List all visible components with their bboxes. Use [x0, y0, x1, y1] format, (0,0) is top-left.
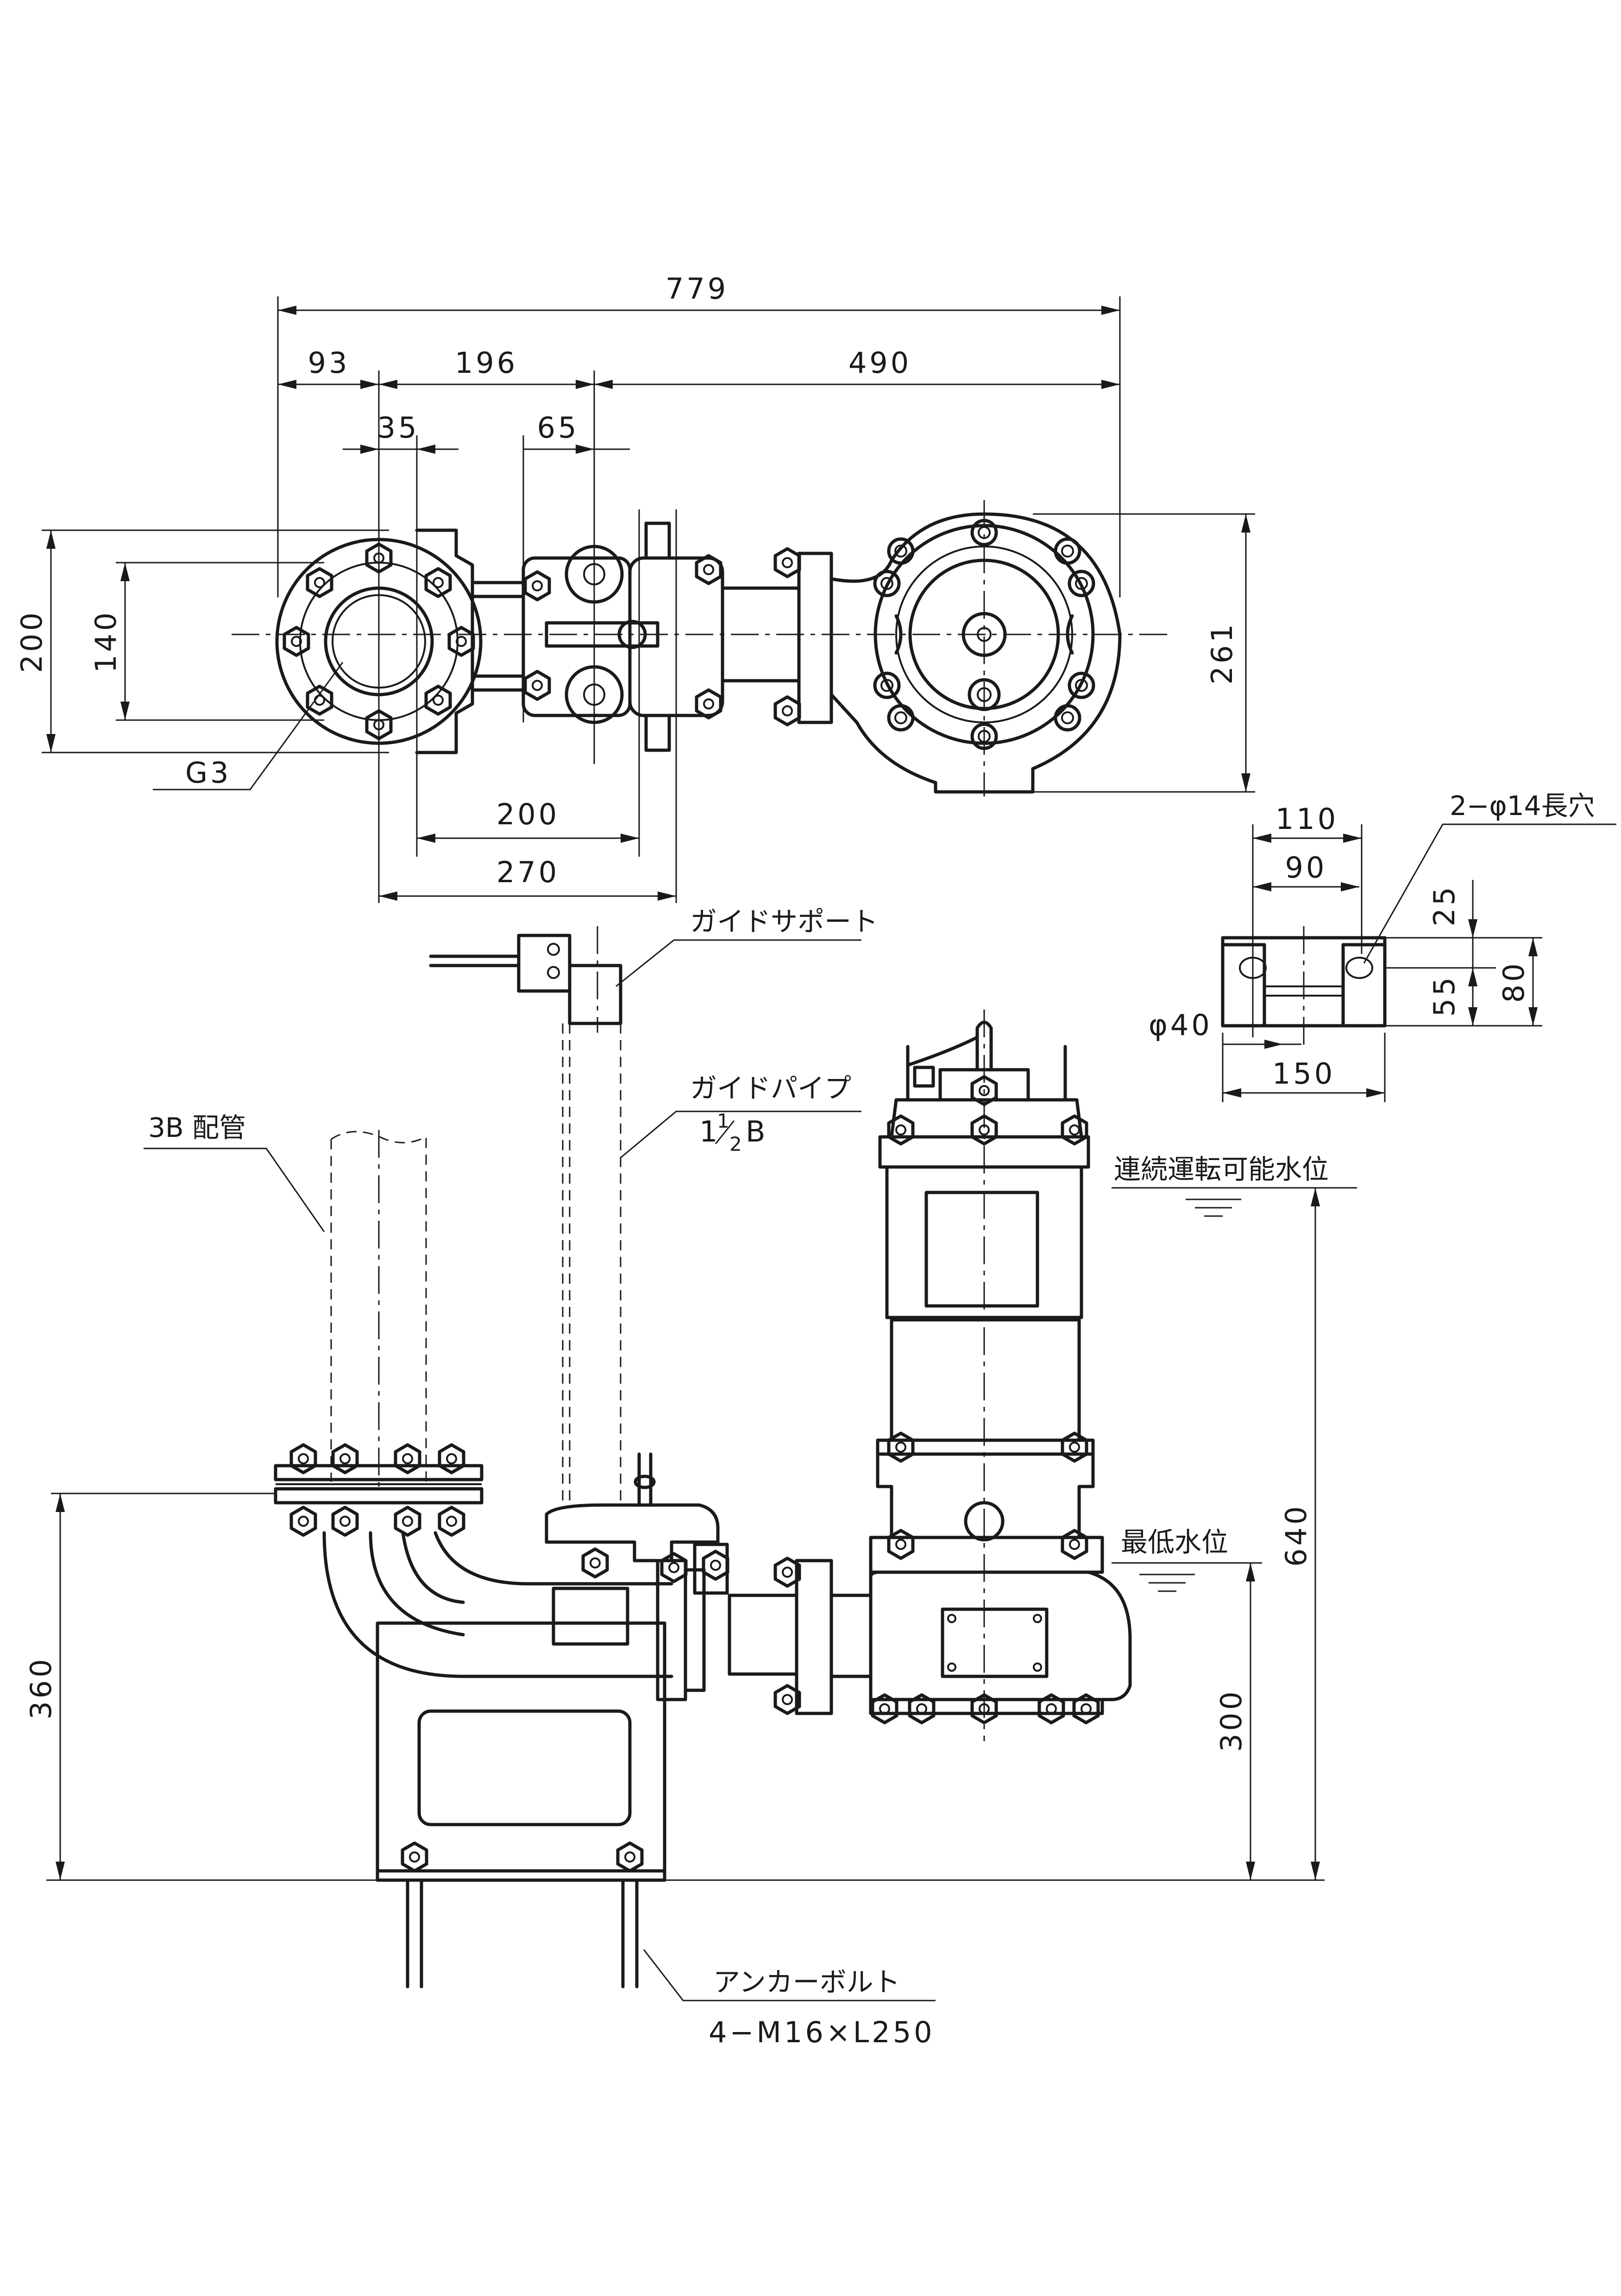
plan-view: 779 93 196 490 35 65 200 140 261 200 270…: [15, 272, 1255, 903]
dim-65: 65: [537, 411, 579, 445]
label-guide-pipe-size-unit: B: [746, 1115, 768, 1148]
water-level-continuous: [1112, 1187, 1357, 1217]
elevation-view: ガイドサポート ガイドパイプ 1 1 2 B 3B 配管: [24, 906, 1357, 2049]
label-guide-pipe: ガイドパイプ: [690, 1073, 851, 1104]
guide-support: [429, 926, 622, 1033]
base-detail: [1221, 823, 1616, 1102]
discharge-piping: [330, 1130, 427, 1491]
label-piping: 3B 配管: [148, 1112, 246, 1143]
dim-25: 25: [1427, 885, 1461, 927]
pump-elevation: [728, 1010, 1132, 1741]
dim-35: 35: [377, 411, 420, 445]
label-holes: 2−φ14長穴: [1450, 790, 1595, 822]
dim-779: 779: [666, 272, 729, 306]
pump-plan: [829, 512, 1122, 794]
dim-200-height: 200: [15, 610, 49, 673]
dim-93: 93: [308, 346, 350, 380]
label-anchor-bolt: アンカーボルト: [713, 1966, 900, 1998]
water-level-minimum: [1112, 1562, 1262, 1592]
label-min-level: 最低水位: [1121, 1526, 1228, 1558]
label-g3: G3: [185, 756, 232, 790]
guide-pipe: [562, 1023, 622, 1505]
dim-300: 300: [1214, 1689, 1248, 1752]
elbow-assembly: [274, 1445, 673, 1678]
label-continuous-level: 連続運転可能水位: [1114, 1154, 1329, 1185]
dim-200-bottom: 200: [496, 797, 559, 831]
dim-90: 90: [1285, 851, 1327, 885]
guide-bracket-elevation: [545, 1452, 728, 1701]
suction-flange-plan: [775, 549, 833, 725]
label-guide-pipe-size-den: 2: [729, 1133, 742, 1155]
dim-150: 150: [1272, 1057, 1335, 1091]
elevation-dimension-lines: [46, 1188, 1325, 1881]
dim-phi40: φ40: [1149, 1008, 1213, 1042]
dim-80: 80: [1497, 961, 1531, 1003]
dim-110: 110: [1275, 802, 1338, 836]
dim-55: 55: [1427, 975, 1461, 1017]
dim-270: 270: [496, 855, 559, 889]
label-guide-pipe-size-whole: 1: [699, 1115, 720, 1148]
guide-bracket-plan: [471, 521, 801, 752]
discharge-flange: [275, 528, 483, 754]
dim-640: 640: [1279, 1504, 1313, 1567]
dim-261: 261: [1205, 621, 1239, 684]
dim-360: 360: [24, 1656, 58, 1719]
dim-140-height: 140: [89, 610, 123, 673]
dim-196: 196: [455, 346, 518, 380]
dim-490: 490: [848, 346, 911, 380]
label-anchor-spec: 4−M16×L250: [709, 2015, 935, 2049]
label-guide-support: ガイドサポート: [690, 906, 878, 937]
plan-dimension-lines: [42, 296, 1255, 903]
